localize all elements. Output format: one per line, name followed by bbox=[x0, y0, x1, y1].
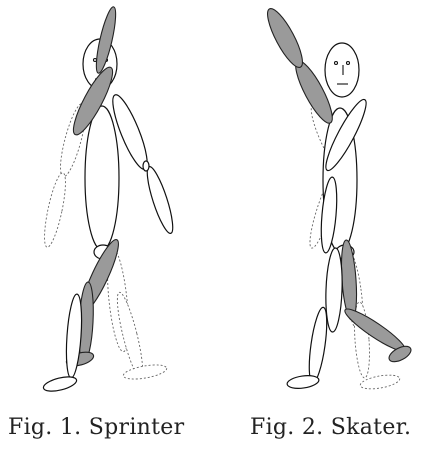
skater-front-shin bbox=[306, 306, 330, 383]
sprinter-figure bbox=[40, 6, 177, 394]
skater-shaded-forearm bbox=[262, 5, 309, 72]
skater-front-foot bbox=[286, 374, 319, 390]
sprinter-back-foot bbox=[122, 362, 167, 381]
figure-1-caption: Fig. 1. Sprinter bbox=[8, 415, 184, 440]
figure-2-caption: Fig. 2. Skater. bbox=[250, 415, 411, 440]
sprinter-torso bbox=[85, 106, 119, 250]
skater-head bbox=[325, 43, 359, 97]
skater-figure bbox=[262, 5, 414, 392]
sprinter-front-forearm bbox=[143, 165, 178, 236]
sprinter-front-foot bbox=[42, 374, 78, 394]
sprinter-front-shin bbox=[64, 294, 84, 379]
skater-front-thigh bbox=[325, 248, 344, 333]
sprinter-front-wrist bbox=[143, 161, 149, 171]
sprinter-back-forearm bbox=[40, 171, 69, 248]
